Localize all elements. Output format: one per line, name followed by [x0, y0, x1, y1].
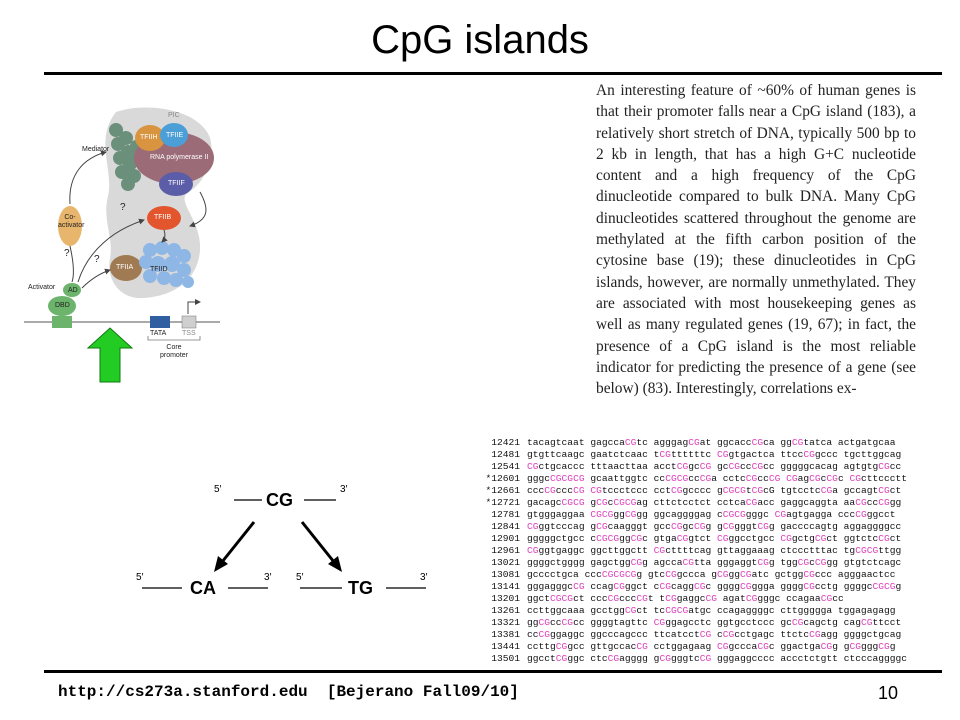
sequence-row: 13441 ccttgCGgcc gttgccacCG cctggagaag CG… [468, 641, 942, 653]
sequence-row: 13201 ggctCGCGct cccCGcccCGt tCGgaggcCG a… [468, 593, 942, 605]
sequence-position: 13381 [491, 629, 520, 640]
sequence-bases: CGctgcaccc tttaacttaa acctCGgcCG gcCGccC… [527, 461, 902, 472]
tg-three-prime: 3′ [420, 572, 428, 583]
sequence-bases: gacagcCGCG gCGcCGCGag cttctcctct cctcaCG… [527, 497, 902, 508]
tata-label: TATA [150, 330, 167, 337]
footer-divider [44, 670, 942, 673]
sequence-bases: CGggtgaggc ggcttggctt CGcttttcag gttagga… [527, 545, 902, 556]
sequence-position: 13141 [491, 581, 520, 592]
sequence-position: *12661 [485, 485, 520, 496]
sequence-bases: cccCGcccCG CGtccctccc cctCGgcccc gCGCGtC… [527, 485, 902, 496]
sequence-row: 13321 ggCGccCGcc ggggtagttc CGggagcctc gg… [468, 617, 942, 629]
activator-label: Activator [28, 284, 56, 291]
sequence-row: 13081 gcccctgca cccCGCGCGg gtcCGgccca gCG… [468, 569, 942, 581]
sequence-bases: CGggtcccag gCGcaagggt gccCGgcCGg gCGgggt… [527, 521, 902, 532]
cg-arrows [142, 499, 426, 589]
ad-label: AD [68, 287, 78, 294]
sequence-position: 12781 [491, 509, 520, 520]
sequence-bases: ggCGccCGcc ggggtagttc CGggagcctc ggtgcct… [527, 617, 902, 628]
sequence-row: *12661 cccCGcccCG CGtccctccc cctCGgcccc g… [468, 485, 942, 497]
sequence-position: 13081 [491, 569, 520, 580]
sequence-bases: gggggctgcc cCGCGggCGc gtgaCGgtct CGggcct… [527, 533, 902, 544]
sequence-row: 12961 CGggtgaggc ggcttggctt CGcttttcag gt… [468, 545, 942, 557]
sequence-row: 13141 gggagggcCG ccagCGggct cCGcaggCGc gg… [468, 581, 942, 593]
transcription-diagram: PIC TFIIH TFIIE RNA polymerase II TFIIF … [24, 100, 220, 390]
sequence-bases: ggggctgggg gagctggCGg agccaCGtta gggaggt… [527, 557, 902, 568]
sequence-row: 12481 gtgttcaagc gaatctcaac tCGttttttc CG… [468, 449, 942, 461]
sequence-position: 13441 [491, 641, 520, 652]
cg-label: CG [266, 490, 293, 510]
sequence-bases: ggcctCGggc ctcCGagggg gCGgggtcCG gggaggc… [527, 653, 908, 663]
sequence-position: 13261 [491, 605, 520, 616]
sequence-bases: ggctCGCGct cccCGcccCGt tCGgaggcCG agatCG… [527, 593, 844, 604]
sequence-position: 12901 [491, 533, 520, 544]
question-mark-1: ? [120, 202, 126, 213]
title-divider [44, 72, 942, 75]
sequence-bases: gggagggcCG ccagCGggct cCGcaggCGc ggggCGg… [527, 581, 902, 592]
sequence-row: 12421 tacagtcaat gagccaCGtc agggagCGat gg… [468, 437, 942, 449]
sequence-row: 12781 gtgggaggaa CGCGggCGgg ggcaggggag cC… [468, 509, 942, 521]
footer-course-url: http://cs273a.stanford.edu [Bejerano Fal… [58, 683, 519, 701]
sequence-bases: gtgggaggaa CGCGggCGgg ggcaggggag cCGCGgg… [527, 509, 896, 520]
ca-label: CA [190, 578, 216, 598]
sequence-position: 12421 [491, 437, 520, 448]
sequence-position: 13501 [491, 653, 520, 663]
sequence-position: 13021 [491, 557, 520, 568]
cg-five-prime: 5′ [214, 484, 222, 495]
sequence-row: 13381 ccCGggaggc ggcccagccc ttcatcctCG cC… [468, 629, 942, 641]
ca-five-prime: 5′ [136, 572, 144, 583]
tss-label: TSS [182, 330, 196, 337]
sequence-position: *12601 [485, 473, 520, 484]
cg-three-prime: 3′ [340, 484, 348, 495]
sequence-row: 13021 ggggctgggg gagctggCGg agccaCGtta gg… [468, 557, 942, 569]
tfiia-label: TFIIA [116, 264, 134, 271]
sequence-position: 12541 [491, 461, 520, 472]
sequence-row: 12541 CGctgcaccc tttaacttaa acctCGgcCG gc… [468, 461, 942, 473]
tfiid-label: TFIID [150, 266, 168, 273]
sequence-row: *12601 gggcCGCGCG gcaattggtc ccCGCGccCGa … [468, 473, 942, 485]
sequence-bases: gggcCGCGCG gcaattggtc ccCGCGccCGa cctcCG… [527, 473, 908, 484]
sequence-bases: ccttgCGgcc gttgccacCG cctggagaag CGgccca… [527, 641, 896, 652]
cpg-island-passage: An interesting feature of ~60% of human … [596, 80, 916, 428]
sequence-bases: tacagtcaat gagccaCGtc agggagCGat ggcaccC… [527, 437, 896, 448]
tg-label: TG [348, 578, 373, 598]
question-mark-3: ? [94, 254, 100, 265]
passage-text: An interesting feature of ~60% of human … [596, 82, 916, 398]
sequence-row: 13501 ggcctCGggc ctcCGagggg gCGgggtcCG gg… [468, 653, 942, 663]
tg-five-prime: 5′ [296, 572, 304, 583]
mediator-label: Mediator [82, 146, 110, 153]
sequence-bases: gtgttcaagc gaatctcaac tCGttttttc CGgtgac… [527, 449, 902, 460]
core-promoter-label: Core promoter [159, 344, 188, 359]
slide-title: CpG islands [371, 18, 589, 62]
sequence-row: *12721 gacagcCGCG gCGcCGCGag cttctcctct c… [468, 497, 942, 509]
sequence-position: 12841 [491, 521, 520, 532]
sequence-bases: ccttggcaaa gcctggCGct tcCGCGatgc ccagagg… [527, 605, 896, 616]
sequence-row: 13261 ccttggcaaa gcctggCGct tcCGCGatgc cc… [468, 605, 942, 617]
sequence-position: *12721 [485, 497, 520, 508]
dbd-label: DBD [55, 302, 70, 309]
sequence-row: 12901 gggggctgcc cCGCGggCGc gtgaCGgtct CG… [468, 533, 942, 545]
diagram-graphic [24, 107, 220, 383]
question-mark-2: ? [64, 248, 70, 259]
tfiie-label: TFIIE [166, 132, 184, 139]
sequence-position: 13321 [491, 617, 520, 628]
sequence-position: 13201 [491, 593, 520, 604]
tfiif-label: TFIIF [168, 180, 185, 187]
page-number: 10 [877, 683, 898, 703]
coactivator-label: Co- activator [58, 214, 85, 229]
sequence-bases: gcccctgca cccCGCGCGg gtcCGgccca gCGggCGa… [527, 569, 896, 580]
sequence-row: 12841 CGggtcccag gCGcaagggt gccCGgcCGg gC… [468, 521, 942, 533]
tfiih-label: TFIIH [140, 134, 158, 141]
sequence-position: 12481 [491, 449, 520, 460]
cpg-sequence-listing: 12421 tacagtcaat gagccaCGtc agggagCGat gg… [468, 437, 942, 663]
ca-three-prime: 3′ [264, 572, 272, 583]
sequence-position: 12961 [491, 545, 520, 556]
cg-mutation-diagram: 5′ CG 3′ 5′ CA 3′ 5′ TG 3′ [130, 478, 450, 608]
pol2-label: RNA polymerase II [150, 154, 209, 161]
tfiib-label: TFIIB [154, 214, 172, 221]
sequence-bases: ccCGggaggc ggcccagccc ttcatcctCG cCGcctg… [527, 629, 902, 640]
pic-label: PIC [168, 112, 180, 119]
